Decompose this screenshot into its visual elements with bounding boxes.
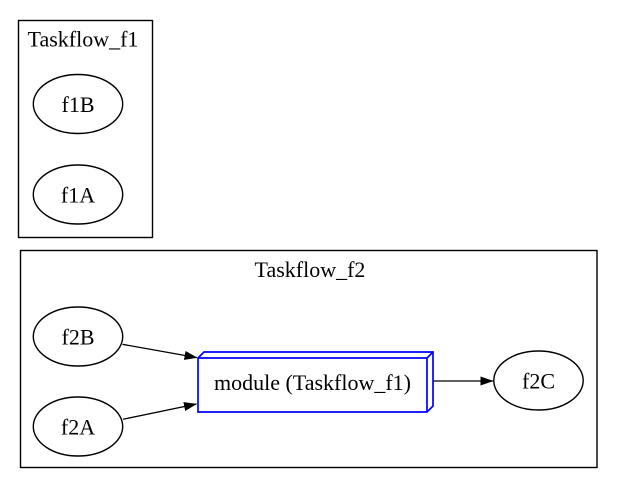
node-f2B: f2B <box>32 306 124 367</box>
node-f1A-label: f1A <box>61 183 95 208</box>
node-f2A-ellipse <box>32 396 124 457</box>
edge-f2B-to-module <box>122 343 198 360</box>
node-f2C: f2C <box>493 350 584 411</box>
node-f2C-ellipse <box>493 350 584 411</box>
cluster-taskflow-f2-border <box>19 249 598 469</box>
node-f2A: f2A <box>32 396 124 457</box>
node-f1B-ellipse <box>32 73 124 135</box>
cluster-taskflow-f1: Taskflow_f1 f1B f1A <box>17 19 154 239</box>
node-f2B-label: f2B <box>62 325 95 350</box>
node-module-label: module (Taskflow_f1) <box>214 370 411 395</box>
node-f1B: f1B <box>32 73 124 135</box>
cluster-taskflow-f1-title: Taskflow_f1 <box>28 27 139 52</box>
node-module: module (Taskflow_f1) <box>197 351 434 413</box>
node-f2C-label: f2C <box>522 369 555 394</box>
cluster-taskflow-f2-title: Taskflow_f2 <box>255 257 366 282</box>
edge-f2A-to-module <box>122 402 197 420</box>
cluster-taskflow-f1-border <box>17 19 154 239</box>
node-f2A-label: f2A <box>61 415 95 440</box>
node-f1B-label: f1B <box>62 92 95 117</box>
node-f1A: f1A <box>32 164 124 225</box>
cluster-taskflow-f2: Taskflow_f2 f2B f2A module (Taskflow_f1)… <box>19 249 598 469</box>
node-f2B-ellipse <box>32 306 124 367</box>
node-module-box3d-edges <box>198 351 434 412</box>
node-f1A-ellipse <box>32 164 124 225</box>
